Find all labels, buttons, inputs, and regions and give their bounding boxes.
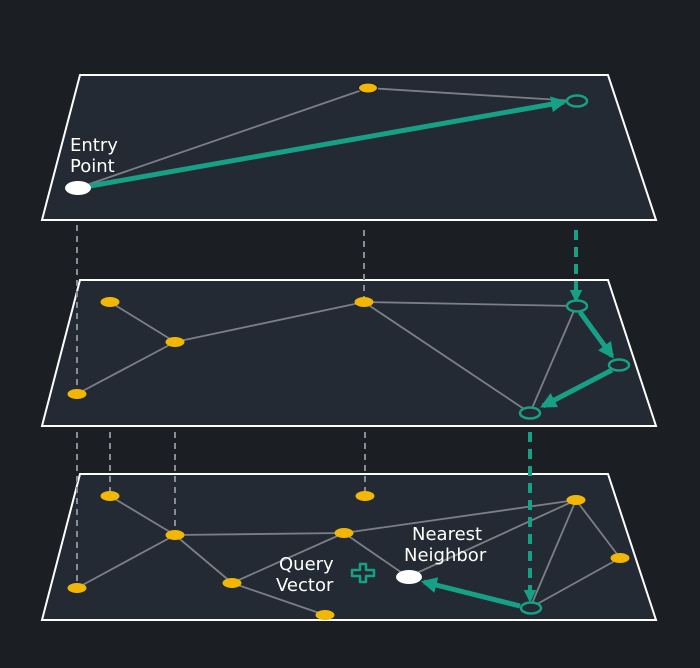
entry-point-label-line2: Point [70,156,115,177]
top-layer-edges [77,87,577,189]
graph-node [165,337,185,347]
path-node [565,299,589,313]
graph-node [165,530,185,540]
nearest-neighbor-label-line2: Neighbor [404,545,487,566]
bottom-layer-edges [76,495,621,616]
graph-node [100,491,120,501]
nearest-neighbor-label-line1: Nearest [412,524,482,545]
graph-node [315,610,335,620]
top-layer-plane [40,74,658,221]
graph-node [67,389,87,399]
graph-node [100,297,120,307]
graph-node [358,82,378,94]
path-node [519,601,543,615]
middle-layer-edges [76,301,577,414]
graph-node [566,495,586,505]
entry-point-node [65,181,91,195]
path-node [565,94,589,108]
path-node [607,358,631,372]
graph-node [354,297,374,307]
graph-node [610,553,630,563]
query-vector-label-line1: Query [279,554,334,575]
projection-lines [76,225,366,588]
middle-layer-plane [40,279,658,427]
search-path [89,96,615,609]
path-arrow [89,96,568,189]
path-node [518,406,542,420]
entry-point-label-line1: Entry [70,135,118,156]
path-arrow [420,577,521,609]
bottom-layer-plane [40,473,658,621]
graph-node [67,583,87,593]
path-arrow [540,367,614,409]
nearest-neighbor-node [396,570,422,584]
query-vector-icon [350,562,376,584]
graph-node [355,491,375,501]
path-arrow [577,310,615,359]
graph-node [222,578,242,588]
graph-node [334,528,354,538]
query-vector-label-line2: Vector [276,575,334,596]
